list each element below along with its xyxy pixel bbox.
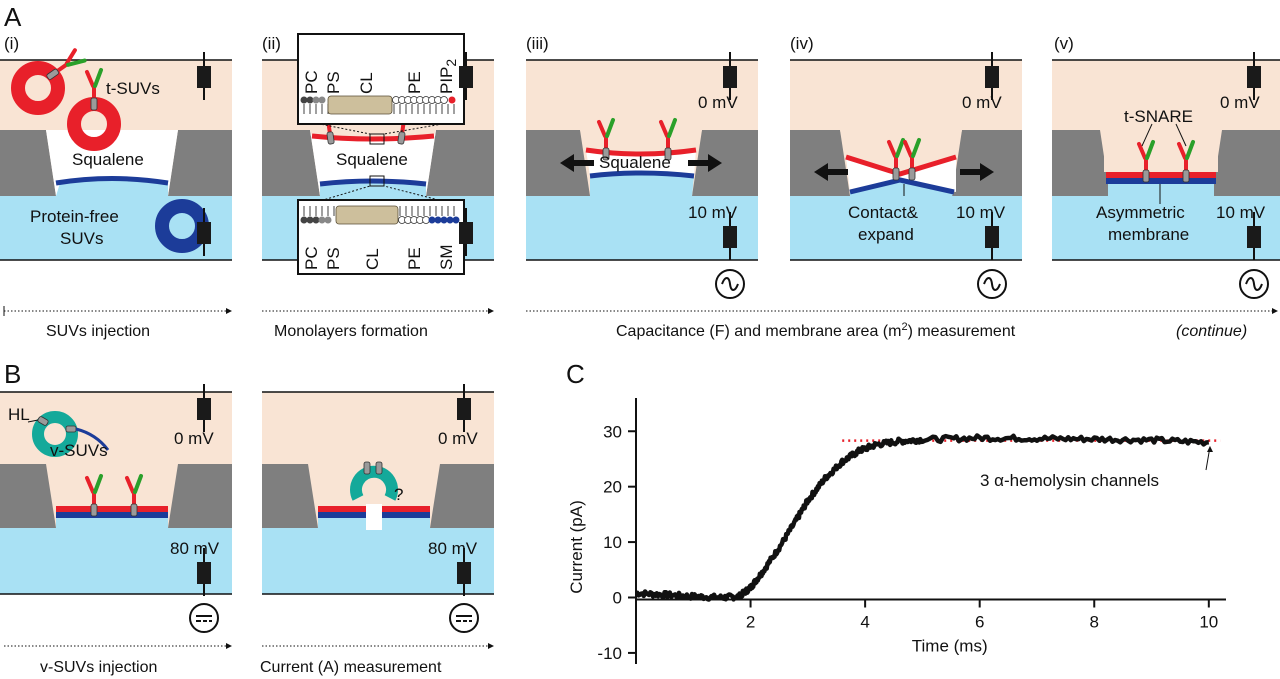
expand-arrow-right xyxy=(688,154,722,172)
voltage-top: 0 mV xyxy=(438,429,478,448)
t-suv-vesicle xyxy=(11,61,65,115)
question-mark: ? xyxy=(394,485,403,504)
voltage-top: 0 mV xyxy=(174,429,214,448)
lipid-bottom-pe: PE xyxy=(405,247,424,270)
step-label-iv: (iv) xyxy=(790,34,814,53)
panel-a-i: (i) t-SUVs Squalene Protein-free SUVs xyxy=(0,34,232,261)
voltage-top: 0 mV xyxy=(962,93,1002,112)
caption-suvs-injection: SUVs injection xyxy=(46,323,150,340)
caption-v-suvs-injection: v-SUVs injection xyxy=(40,659,157,676)
lipid-bottom-pc: PC xyxy=(302,246,321,270)
ac-source-icon xyxy=(715,269,745,299)
voltage-bottom: 80 mV xyxy=(428,539,478,558)
x-tick-label: 8 xyxy=(1090,613,1099,632)
caption-capacitance: Capacitance (F) and membrane area (m2) m… xyxy=(616,321,1016,340)
lipid-top-pe: PE xyxy=(405,71,424,94)
lipid-top-ps: PS xyxy=(324,71,343,94)
annotation-arrowhead xyxy=(1207,446,1213,452)
caption-monolayers: Monolayers formation xyxy=(274,323,428,340)
lipid-row-bottom xyxy=(300,205,460,225)
panel-a-letter: A xyxy=(4,2,22,32)
ac-source-icon xyxy=(977,269,1007,299)
teflon-left xyxy=(0,130,56,196)
y-axis-label: Current (pA) xyxy=(567,500,586,594)
lipid-top-cl: CL xyxy=(357,72,376,94)
x-tick-label: 2 xyxy=(746,613,755,632)
dc-source-icon xyxy=(189,603,219,633)
contact-expand-label-1: Contact& xyxy=(848,203,919,222)
step-label-v: (v) xyxy=(1054,34,1074,53)
v-suvs-label: v-SUVs xyxy=(50,441,108,460)
caption-current-measurement: Current (A) measurement xyxy=(260,659,442,676)
y-tick-label: 20 xyxy=(603,478,622,497)
v-suv-vesicle xyxy=(32,411,78,457)
teflon-right xyxy=(168,130,232,196)
panel-a-captions: SUVs injection Monolayers formation Capa… xyxy=(3,306,1278,340)
expand-arrow-left xyxy=(560,154,594,172)
y-tick-label: -10 xyxy=(597,644,622,663)
t-suvs-label: t-SUVs xyxy=(106,79,160,98)
lipid-top-pc: PC xyxy=(302,70,321,94)
panel-c-letter: C xyxy=(566,359,585,389)
panel-a-iii: (iii) Squalene 0 mV 10 mV xyxy=(526,34,758,299)
voltage-top: 0 mV xyxy=(698,93,738,112)
step-label-iii: (iii) xyxy=(526,34,549,53)
hl-label: HL xyxy=(8,405,30,424)
annotation-label: 3 α-hemolysin channels xyxy=(980,471,1159,490)
y-tick-label: 30 xyxy=(603,422,622,441)
x-tick-label: 10 xyxy=(1199,613,1218,632)
voltage-bottom: 10 mV xyxy=(956,203,1006,222)
voltage-bottom: 80 mV xyxy=(170,539,220,558)
t-snare-label: t-SNARE xyxy=(1124,107,1193,126)
contact-expand-label-2: expand xyxy=(858,225,914,244)
protein-free-label-2: SUVs xyxy=(60,229,103,248)
asymmetric-label-2: membrane xyxy=(1108,225,1189,244)
voltage-bottom: 10 mV xyxy=(1216,203,1266,222)
squalene-label: Squalene xyxy=(599,153,671,172)
ac-source-icon xyxy=(1239,269,1269,299)
panel-b-right: ? 0 mV 80 mV xyxy=(262,383,494,633)
step-label-ii: (ii) xyxy=(262,34,281,53)
lipid-row-top xyxy=(300,95,456,115)
lipid-bottom-sm: SM xyxy=(437,245,456,271)
squalene-label: Squalene xyxy=(72,150,144,169)
panel-b-captions: v-SUVs injection Current (A) measurement xyxy=(4,643,494,676)
lipid-bottom-ps: PS xyxy=(324,247,343,270)
y-tick-label: 10 xyxy=(603,533,622,552)
current-trace xyxy=(635,433,1209,602)
step-label-i: (i) xyxy=(4,34,19,53)
x-tick-label: 6 xyxy=(975,613,984,632)
asymmetric-label-1: Asymmetric xyxy=(1096,203,1185,222)
caption-continue: (continue) xyxy=(1176,323,1247,340)
dc-source-icon xyxy=(449,603,479,633)
x-tick-label: 4 xyxy=(860,613,869,632)
protein-free-label-1: Protein-free xyxy=(30,207,119,226)
lipid-top-pip: PIP2 xyxy=(437,59,459,94)
panel-b-letter: B xyxy=(4,359,21,389)
fused-vesicle xyxy=(350,465,398,501)
squalene-label: Squalene xyxy=(336,150,408,169)
voltage-bottom: 10 mV xyxy=(688,203,738,222)
y-tick-label: 0 xyxy=(613,589,622,608)
x-axis-label: Time (ms) xyxy=(912,637,988,656)
lipid-bottom-cl: CL xyxy=(363,248,382,270)
panel-b-left: HL v-SUVs 0 mV 80 mV xyxy=(0,383,232,633)
panel-a-iv: (iv) Contact& expand 0 mV 10 mV xyxy=(790,34,1022,299)
panel-a-ii: (ii) Squalene xyxy=(262,33,494,275)
voltage-top: 0 mV xyxy=(1220,93,1260,112)
panel-a-v: (v) t-SNARE Asymmetric membrane 0 mV 10 … xyxy=(1052,34,1280,299)
